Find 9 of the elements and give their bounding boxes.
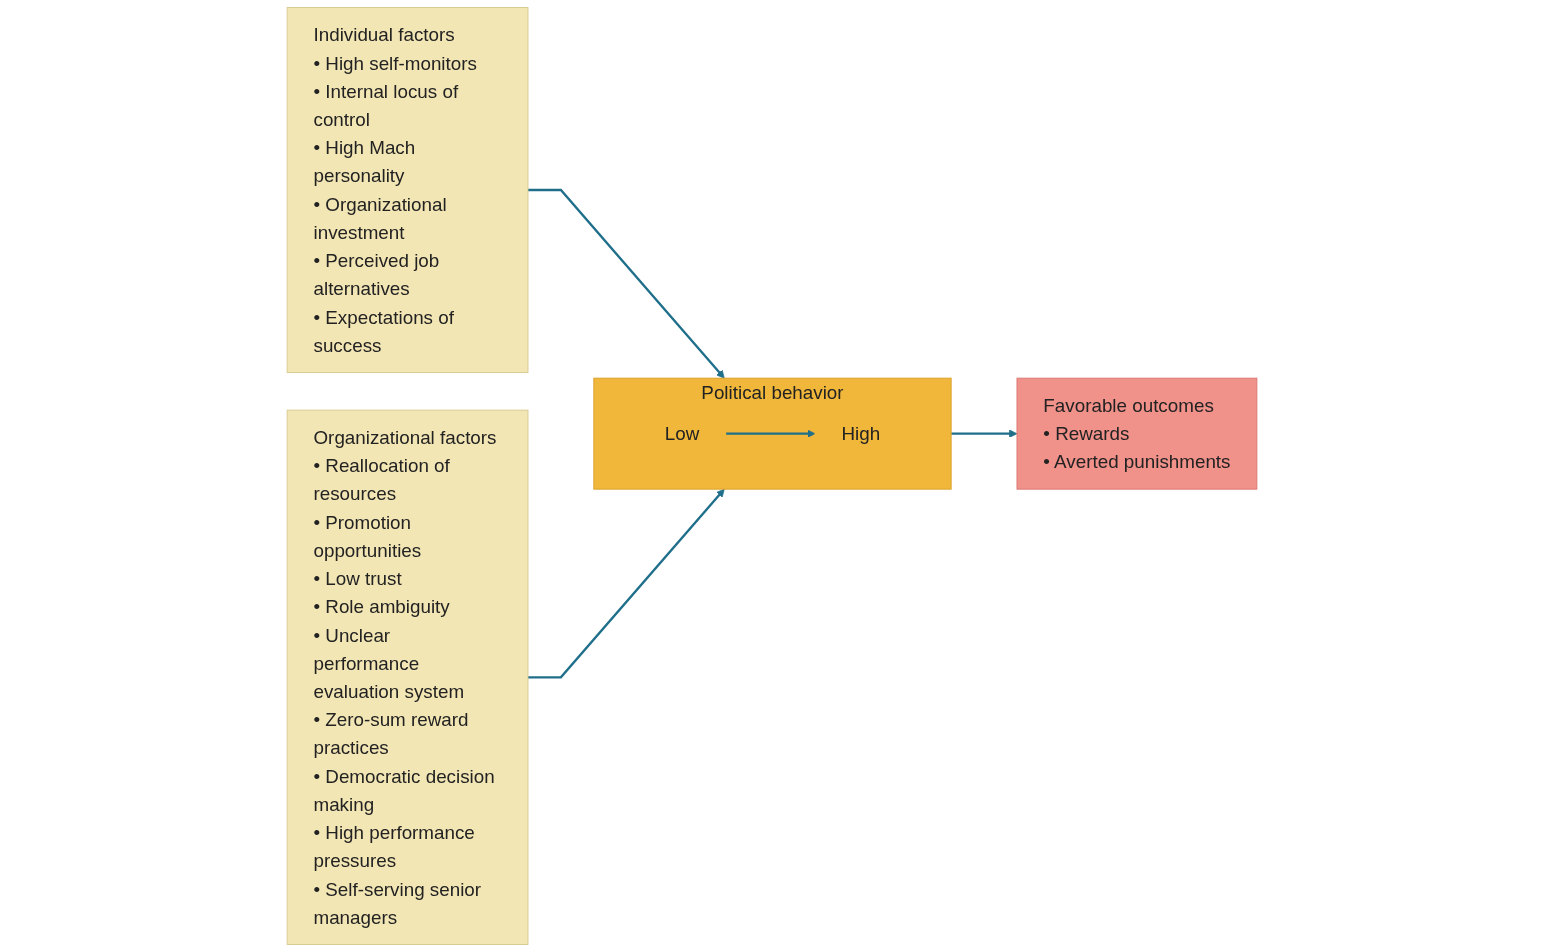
node-box: Organizational factors • Reallocation of resources • Promotion opportunities • Low trust • Role ambiguity • Unclear performance evaluation system • Zero-sum reward practices • Democratic decision making • High performance pressures • Self-serving senior managers: [286, 409, 529, 945]
node-text: Low: [664, 423, 700, 445]
node-box: Favorable outcomes • Rewards • Averted punishments: [1016, 377, 1258, 490]
arrow: [527, 188, 725, 379]
arrow: [951, 429, 1018, 438]
node-box: Individual factors • High self-monitors • Internal locus of control • High Mach personality • Organizational investment • Perceived job alternatives • Expectations of success: [286, 7, 529, 373]
node-text: High: [841, 423, 881, 445]
arrow: [527, 488, 725, 679]
arrow: [725, 429, 816, 438]
